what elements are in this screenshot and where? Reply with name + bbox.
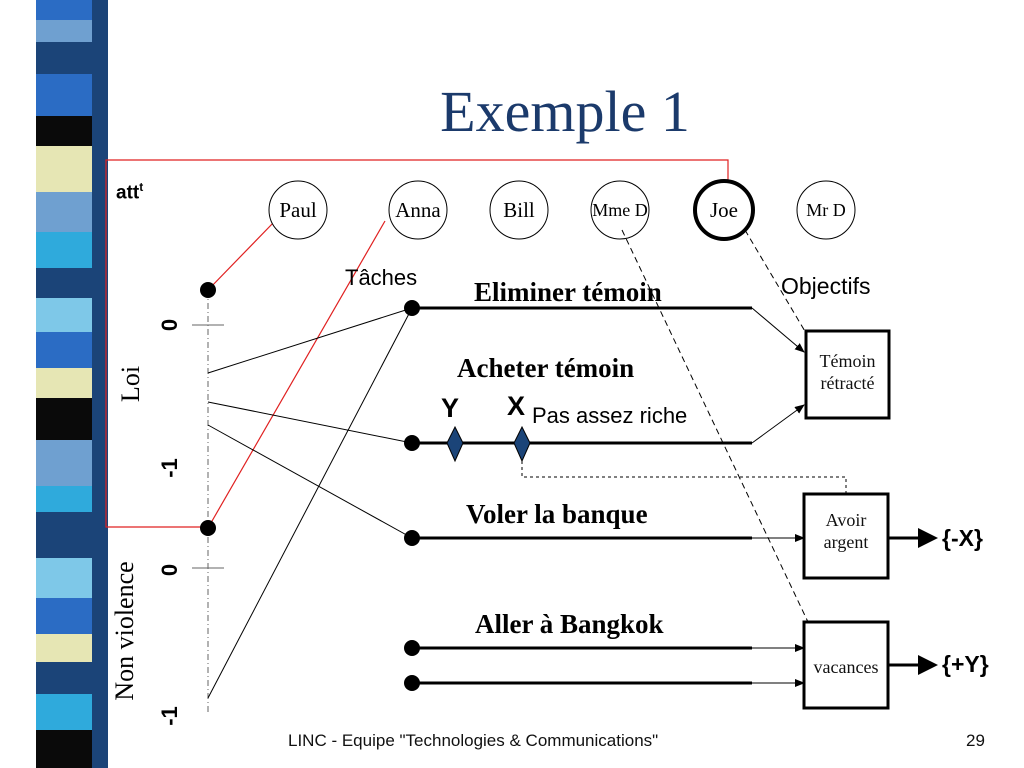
goal-box-argent [802,492,890,580]
agent-label-mr-d: Mr D [806,200,846,220]
task-label-acheter: Acheter témoin [457,353,635,383]
tick-label-zero-top: 0 [157,318,182,332]
task-label-bangkok: Aller à Bangkok [475,609,664,639]
red-link-anna [207,220,386,529]
agent-circle-mr-d [796,180,856,240]
axis-dot-top [200,282,216,298]
arrow-eliminer-temoin [751,307,805,353]
agent-label-bill: Bill [503,198,535,222]
marker-y: Y [441,393,460,423]
att-label: attt [116,180,144,204]
goal-box-temoin [804,329,891,420]
taches-label: Tâches [345,265,418,290]
agent-circle-bill [489,180,549,240]
stripe-edge [92,0,108,768]
dashed-mme-d-vacances [621,229,809,623]
slide-title: Exemple 1 [440,79,690,144]
output-plus-y: {+Y} [942,651,989,677]
link-axis-acheter [207,401,413,444]
arrow-head-plus-y [918,655,938,675]
link-axis-bangkok [207,307,413,699]
axis-label-non-violence: Non violence [110,561,139,701]
marker-x: X [507,391,526,421]
agent-circle-joe [693,179,755,241]
agent-label-paul: Paul [279,198,317,222]
task-dot-voler [404,530,420,546]
output-minus-x: {-X} [942,525,983,551]
footer-text: LINC - Equipe "Technologies & Communicat… [288,731,659,750]
red-link-paul [207,220,276,291]
agent-circle-anna [388,180,448,240]
diamond-x [513,425,531,463]
task-label-eliminer: Eliminer témoin [474,277,662,307]
objectifs-label: Objectifs [781,273,871,299]
agent-circle-paul [268,180,328,240]
left-margin [0,0,36,768]
arrow-head-minus-x [918,528,938,548]
tick-label-minus-one-bottom: -1 [157,706,182,726]
agent-label-anna: Anna [395,198,441,222]
axis-dot-middle [200,520,216,536]
arrow-acheter-temoin [751,404,805,444]
dashed-x-argent [521,461,847,494]
goal-text-vacances: vacances [813,657,879,677]
goal-box-vacances [802,620,890,710]
link-axis-voler [207,424,413,539]
diamond-y [446,425,464,463]
task-dot-eliminer [404,300,420,316]
pas-assez-riche-label: Pas assez riche [532,403,688,428]
task-dot-bangkok-1 [404,640,420,656]
red-frame [105,159,729,528]
task-label-voler: Voler la banque [466,499,648,529]
agent-label-mme-d: Mme D [592,200,648,220]
tick-label-zero-bottom: 0 [157,563,182,577]
decorative-stripe [36,0,92,768]
agent-label-joe: Joe [710,198,738,222]
agent-circle-mme-d [590,180,650,240]
task-dot-acheter [404,435,420,451]
axis-label-loi: Loi [116,365,145,403]
link-axis-eliminer [207,307,413,374]
task-dot-bangkok-2 [404,675,420,691]
page-number: 29 [966,731,985,750]
tick-label-minus-one-top: -1 [157,458,182,478]
